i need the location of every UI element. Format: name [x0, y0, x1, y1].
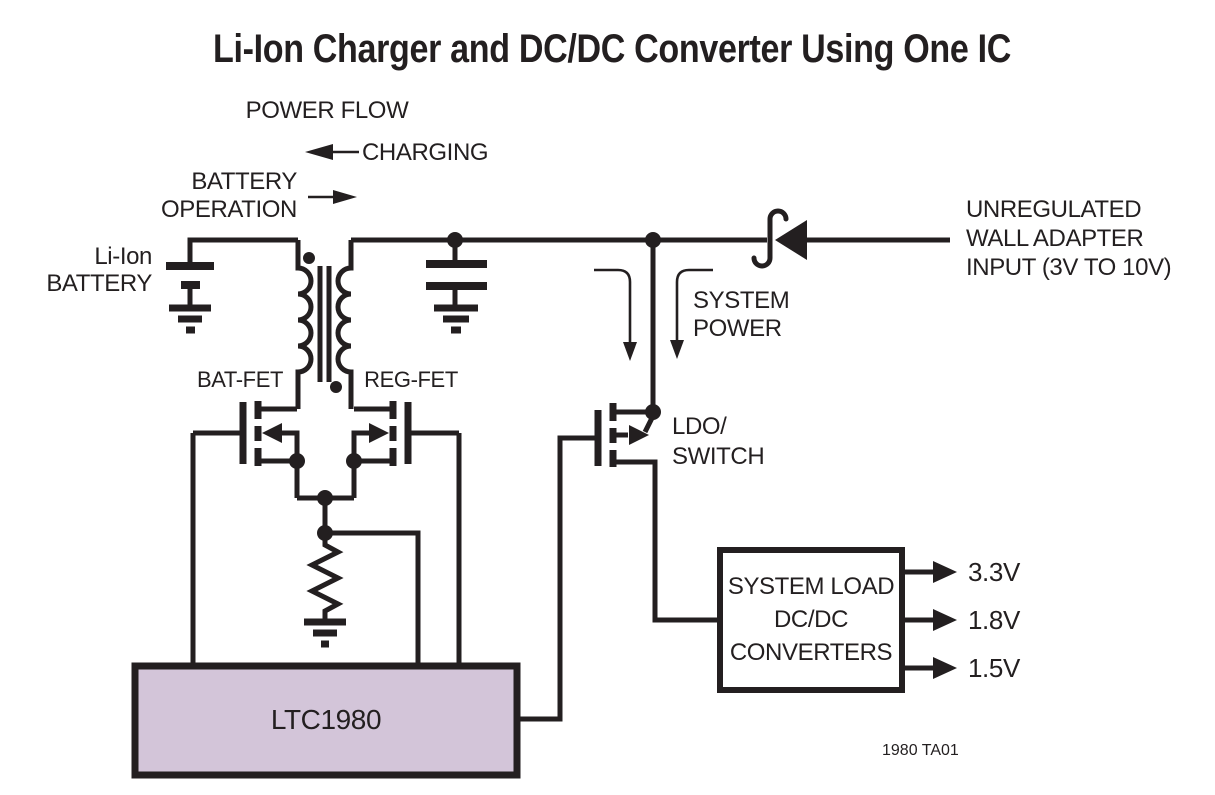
body-diode-arrow	[629, 425, 649, 445]
ldo-switch-fet: LDO/ SWITCH	[594, 240, 765, 623]
ground-icon	[304, 618, 346, 648]
bat-fet-label: BAT-FET	[197, 367, 283, 392]
ltc1980-ic: LTC1980	[131, 662, 521, 779]
output-label: 1.8V	[968, 605, 1021, 635]
system-power-label-1: SYSTEM	[693, 287, 789, 314]
wall-adapter-label: UNREGULATED WALL ADAPTER INPUT (3V TO 10…	[966, 196, 1172, 281]
output-1v5: 1.5V	[903, 653, 1021, 683]
phase-dot-primary	[303, 252, 315, 264]
junction-dot	[645, 404, 661, 420]
reg-fet-label: REG-FET	[364, 367, 458, 392]
output-label: 1.5V	[968, 653, 1021, 683]
load-box-line-3: CONVERTERS	[730, 639, 892, 666]
output-label: 3.3V	[968, 557, 1021, 587]
ic-label: LTC1980	[271, 704, 381, 735]
ldo-label-1: LDO/	[672, 413, 727, 440]
ic-body	[131, 662, 521, 779]
battery-symbol	[166, 262, 214, 306]
system-load-box: SYSTEM LOAD DC/DC CONVERTERS	[717, 547, 905, 693]
transformer	[295, 240, 354, 409]
sense-resistor	[304, 533, 346, 648]
schottky-diode-icon	[751, 208, 807, 269]
li-ion-battery: Li-Ion BATTERY	[46, 237, 298, 334]
ldo-label-2: SWITCH	[672, 443, 764, 470]
charging-label: CHARGING	[362, 139, 488, 166]
load-box-line-2: DC/DC	[774, 606, 848, 633]
page-title: Li-Ion Charger and DC/DC Converter Using…	[213, 27, 1011, 71]
bat-fet: BAT-FET	[193, 367, 305, 498]
ldo-gate-wire	[517, 435, 596, 722]
output-1v8: 1.8V	[903, 605, 1021, 635]
body-diode-arrow	[369, 423, 389, 443]
phase-dot-secondary	[330, 381, 342, 393]
ground-icon	[169, 304, 211, 334]
adapter-line-1: UNREGULATED	[966, 196, 1141, 223]
battery-label-2: BATTERY	[46, 270, 152, 297]
power-flow-heading: POWER FLOW	[246, 97, 409, 124]
battery-label-1: Li-Ion	[94, 243, 152, 270]
battery-operation-arrow-icon	[308, 190, 357, 204]
center-node	[297, 490, 421, 664]
body-diode-arrow	[262, 423, 282, 443]
adapter-line-3: INPUT (3V TO 10V)	[966, 254, 1171, 281]
arrow-right-icon	[933, 657, 957, 679]
load-box-body	[717, 547, 905, 693]
output-3v3: 3.3V	[903, 557, 1021, 587]
battery-operation-label-1: BATTERY	[191, 168, 297, 195]
power-flow-legend: POWER FLOW CHARGING BATTERY OPERATION	[161, 97, 489, 223]
system-power-label-2: POWER	[693, 315, 782, 342]
charging-arrow-icon	[305, 144, 359, 160]
adapter-line-2: WALL ADAPTER	[966, 225, 1144, 252]
reg-fet: REG-FET	[346, 367, 459, 498]
load-box-line-1: SYSTEM LOAD	[728, 573, 894, 600]
filter-capacitor	[426, 240, 487, 334]
ground-icon	[434, 304, 478, 334]
system-power-annotation: SYSTEM POWER	[594, 268, 790, 361]
arrow-right-icon	[933, 561, 957, 583]
figure-reference: 1980 TA01	[882, 742, 959, 759]
arrow-right-icon	[933, 609, 957, 631]
battery-operation-label-2: OPERATION	[161, 196, 297, 223]
